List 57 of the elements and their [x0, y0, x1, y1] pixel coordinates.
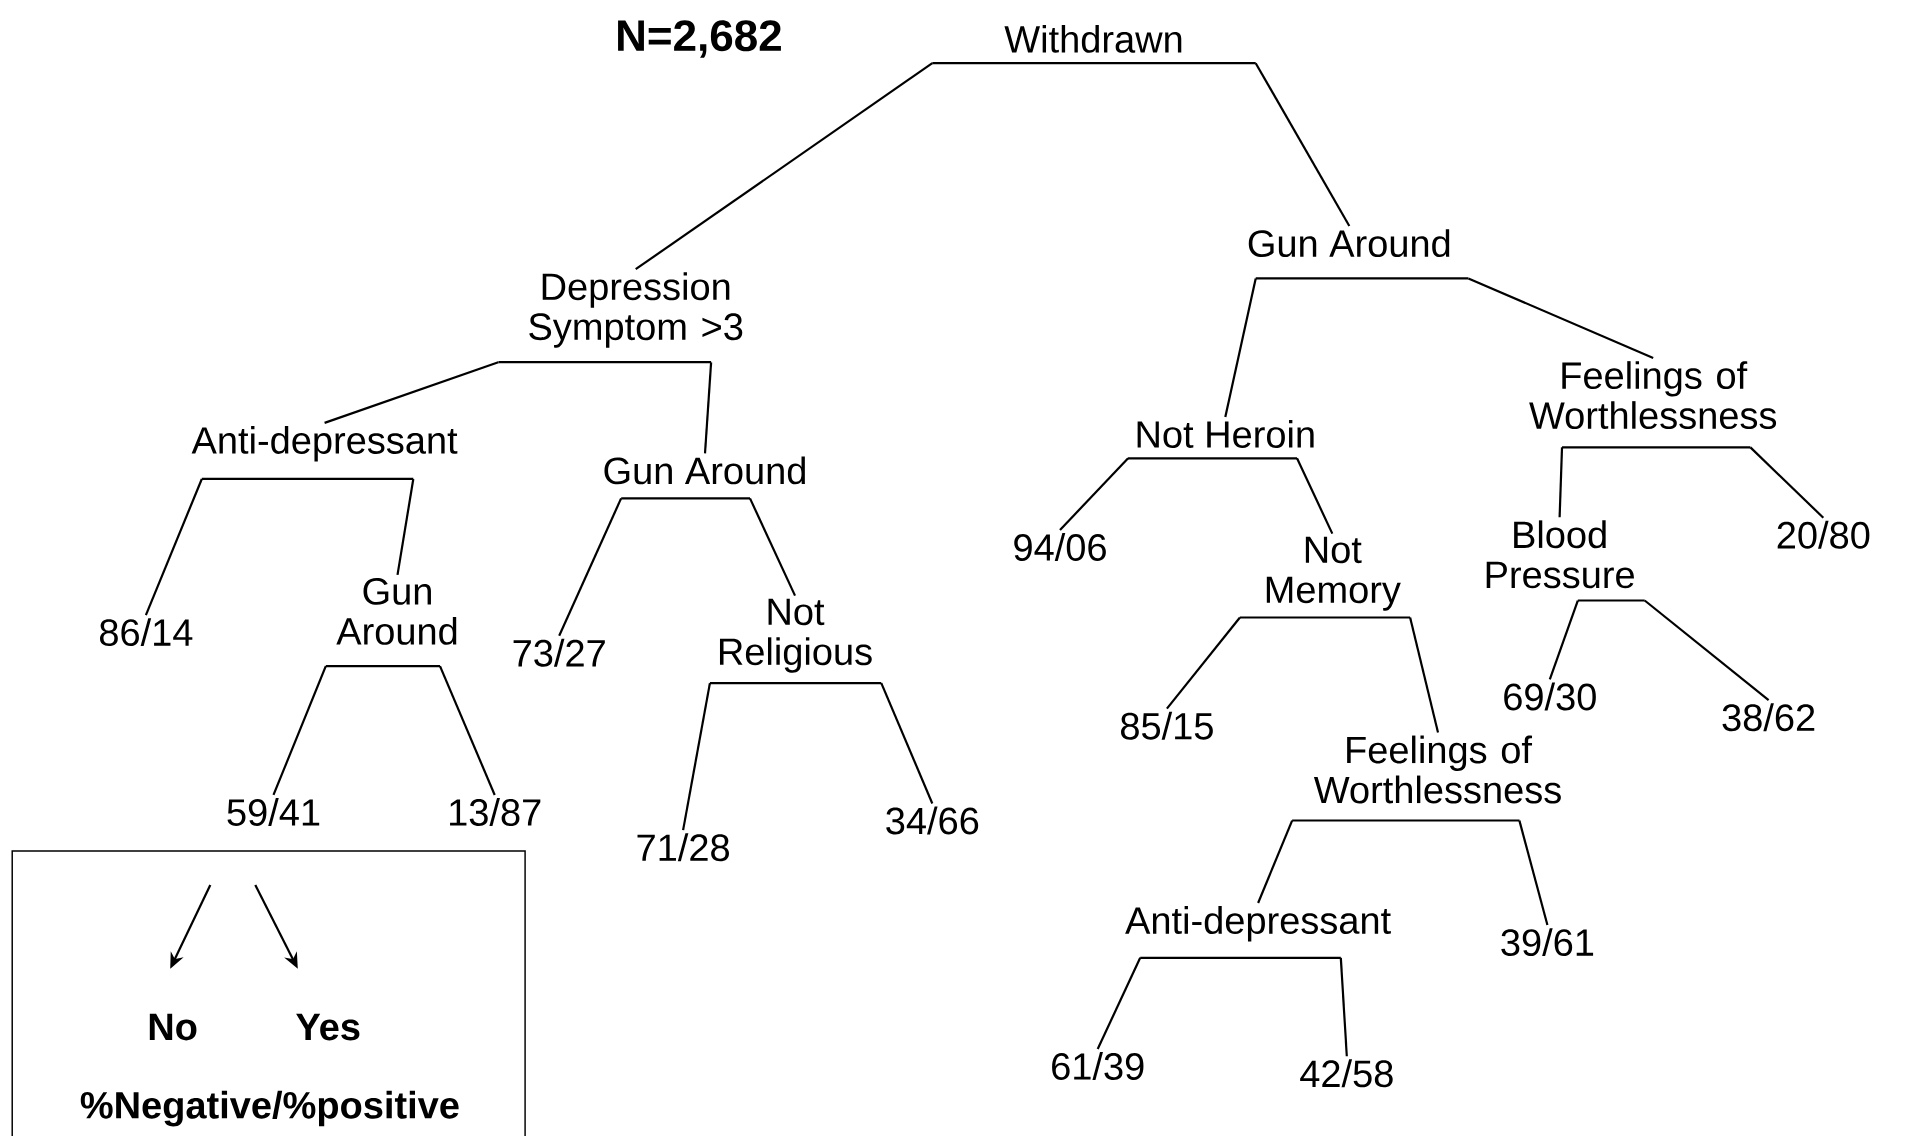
- split-label: Gun Around: [1248, 229, 1469, 280]
- branch-line: [144, 478, 203, 616]
- leaf-value: 59/41: [227, 798, 320, 826]
- branch-line: [439, 665, 496, 796]
- leaf-value: 38/62: [1722, 703, 1815, 732]
- split-label: Anti-depressant: [1125, 906, 1391, 959]
- branch-line: [880, 682, 934, 804]
- leaf-value: 86/14: [100, 618, 193, 647]
- branch-line: [1558, 447, 1564, 518]
- branch-line: [396, 478, 415, 576]
- split-label: Blood Pressure: [1486, 520, 1645, 602]
- branch-line: [1224, 278, 1257, 418]
- branch-line: [682, 682, 711, 831]
- split-label: Gun Around: [604, 456, 805, 500]
- branch-line: [1339, 957, 1348, 1057]
- leaf-value: 61/39: [1052, 1052, 1144, 1080]
- branch-line: [1096, 957, 1142, 1050]
- branch-line: [1468, 277, 1654, 360]
- branch-line: [1059, 457, 1129, 531]
- leaf-value: 85/15: [1121, 711, 1213, 740]
- branch-line: [1257, 820, 1294, 904]
- leaf-value: 34/66: [886, 806, 979, 835]
- branch-line: [703, 362, 713, 454]
- branch-line: [1548, 600, 1579, 680]
- leaf-value: 71/28: [637, 833, 729, 862]
- branch-line: [1166, 616, 1241, 710]
- split-label: Not Heroin: [1128, 420, 1314, 460]
- legend-text: Yes: [296, 1013, 360, 1041]
- leaf-value: 69/30: [1504, 682, 1596, 711]
- legend-text: No: [149, 1013, 197, 1041]
- branch-line: [749, 497, 796, 597]
- branch-line: [1254, 62, 1351, 227]
- split-label: Withdrawn: [932, 24, 1256, 65]
- leaf-value: 20/80: [1777, 520, 1870, 549]
- branch-line: [272, 665, 327, 796]
- branch-line: [324, 361, 499, 424]
- split-label: Not Memory: [1239, 536, 1411, 619]
- split-label: Anti-depressant: [191, 426, 458, 480]
- leaf-value: 73/27: [513, 638, 605, 667]
- split-label: Not Religious: [709, 598, 882, 685]
- branch-line: [1296, 457, 1334, 535]
- split-label: Feelings of Worthlessness: [1529, 361, 1777, 449]
- title: N=2,682: [618, 20, 781, 58]
- leaf-value: 42/58: [1300, 1059, 1393, 1088]
- split-label: Gun Around: [325, 577, 457, 668]
- branch-line: [1409, 617, 1440, 733]
- split-label: Depression Symptom >3: [498, 272, 743, 364]
- branch-line: [635, 62, 933, 271]
- branch-line: [1644, 599, 1770, 701]
- branch-line: [558, 497, 623, 637]
- leaf-value: 13/87: [450, 798, 541, 826]
- branch-line: [1749, 446, 1825, 519]
- branch-line: [1518, 820, 1549, 926]
- leaf-value: 94/06: [1014, 533, 1106, 561]
- legend-note: %Negative/%positive: [80, 1090, 459, 1127]
- split-label: Feelings of Worthlessness: [1292, 735, 1561, 822]
- leaf-value: 39/61: [1501, 928, 1594, 957]
